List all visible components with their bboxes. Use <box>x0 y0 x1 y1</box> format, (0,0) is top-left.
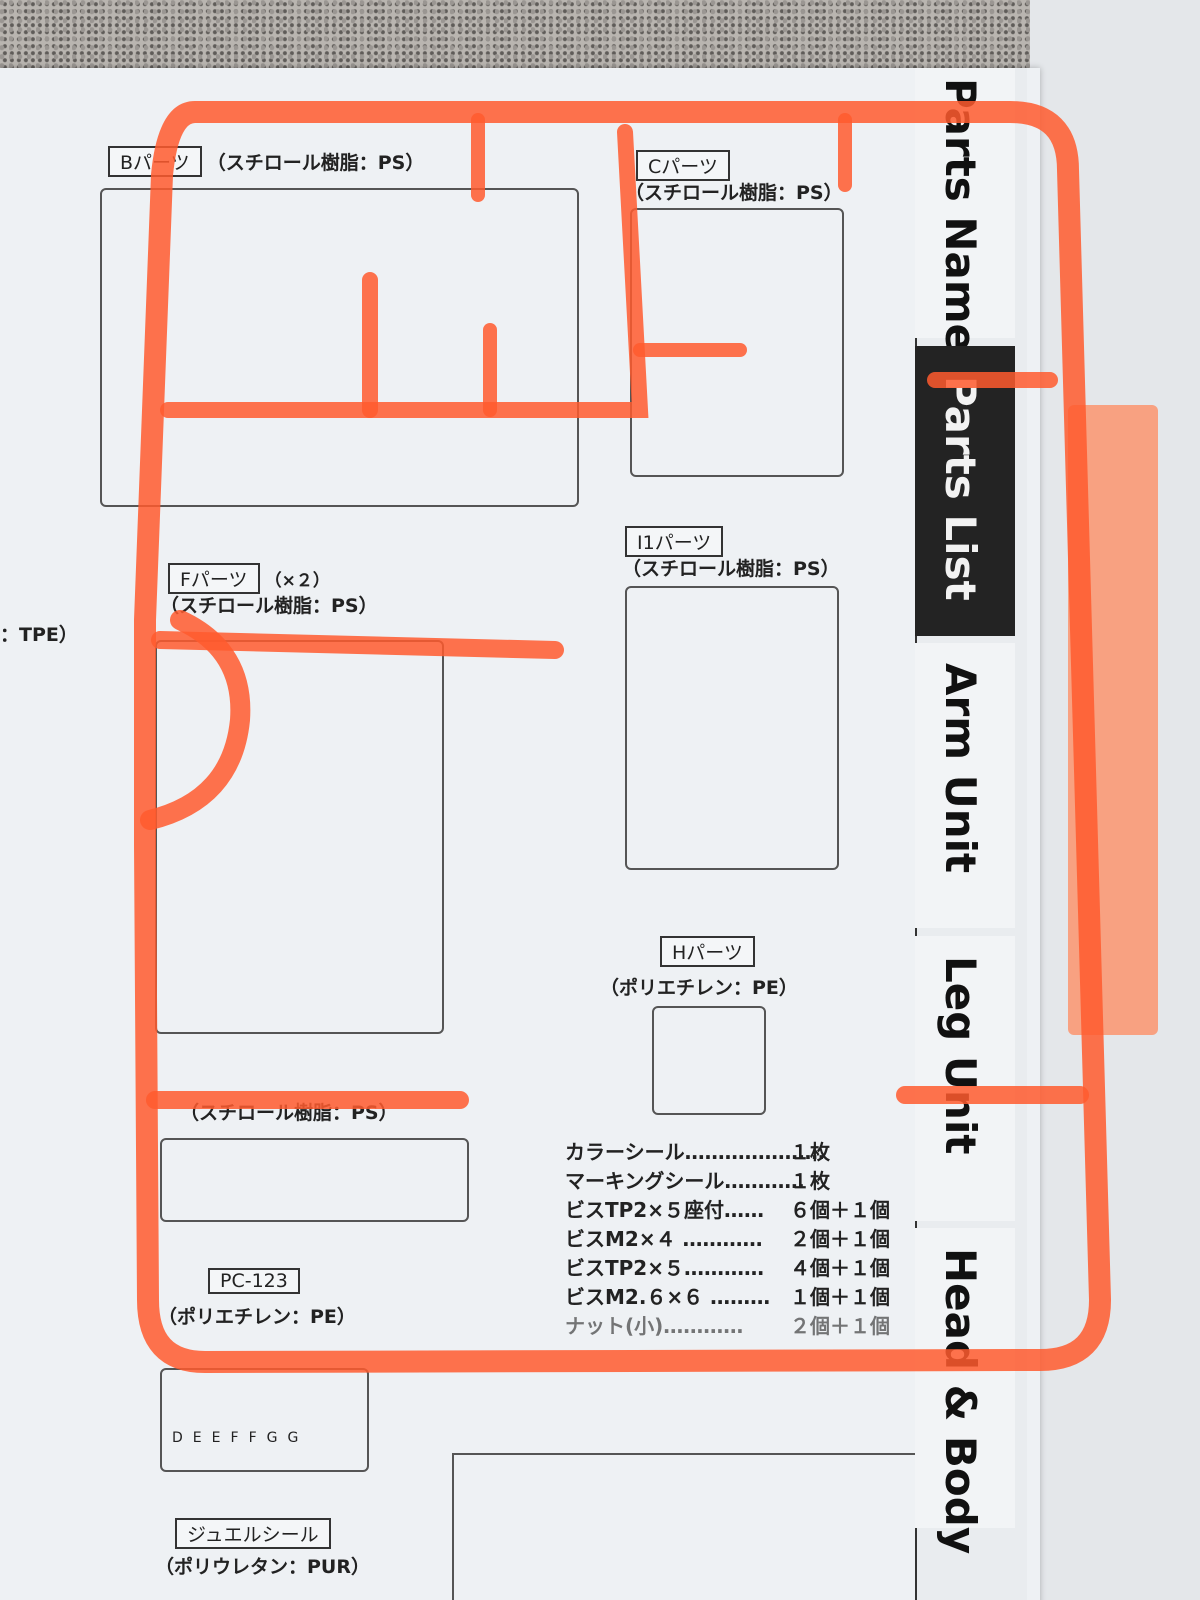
f-parts-count: （×２） <box>264 571 330 591</box>
b-parts-header: Bパーツ （スチロール樹脂：PS） <box>108 146 424 177</box>
pc123-material: （ポリエチレン：PE） <box>158 1306 356 1328</box>
b-parts-material: （スチロール樹脂：PS） <box>206 152 425 174</box>
parts-list-qty: １個＋１個 <box>790 1285 890 1309</box>
pc123-letter: E <box>192 1430 212 1446</box>
pc123-letter: F <box>230 1430 249 1446</box>
parts-list-row: マーキングシール…………１枚 <box>565 1165 830 1194</box>
pc123-letter: F <box>248 1430 267 1446</box>
unnamed-parts-runner-diagram <box>160 1138 469 1222</box>
parts-list-qty: １枚 <box>790 1140 830 1164</box>
c-parts-runner-diagram <box>630 208 844 477</box>
parts-list-qty: ４個＋１個 <box>790 1256 890 1280</box>
parts-list-name: マーキングシール………… <box>565 1169 805 1193</box>
h-parts-runner-diagram <box>652 1006 766 1115</box>
tab-label: Leg Unit <box>936 956 985 1155</box>
tab-label: Head & Body <box>936 1248 985 1555</box>
c-parts-header: Cパーツ <box>636 150 730 181</box>
tab-label: Parts Name <box>936 78 985 353</box>
screw-diagram-frame <box>452 1453 926 1600</box>
tab-parts-name: Parts Name <box>915 68 1015 352</box>
h-parts-header: Hパーツ <box>660 936 755 967</box>
parts-list-row: ビスTP2×５座付…… ６個＋１個 <box>565 1194 890 1223</box>
i1-parts-runner-diagram <box>625 586 839 870</box>
pc123-title: PC-123 <box>208 1268 300 1294</box>
h-parts-material: （ポリエチレン：PE） <box>600 977 798 999</box>
parts-list-qty: ２個＋１個 <box>790 1314 890 1338</box>
tab-leg-unit: Leg Unit <box>915 936 1015 1221</box>
parts-list-row: ビスTP2×５………… ４個＋１個 <box>565 1252 890 1281</box>
pc123-runner-diagram: DEEFFGG <box>160 1368 369 1472</box>
parts-list-name: ビスM2×４ ………… <box>565 1227 763 1251</box>
f-parts-material: （スチロール樹脂：PS） <box>160 595 378 617</box>
parts-list-row: ビスM2.６×６ ……… １個＋１個 <box>565 1281 890 1310</box>
tab-label: Parts List <box>936 376 985 601</box>
parts-list-name: ビスTP2×５座付…… <box>565 1198 764 1222</box>
pc123-letter: G <box>287 1430 309 1446</box>
f-parts-title: Fパーツ <box>168 563 260 594</box>
parts-list-qty: １枚 <box>790 1169 830 1193</box>
i1-parts-title: I1パーツ <box>625 526 724 557</box>
jewel-seal-title: ジュエルシール <box>175 1518 331 1549</box>
parts-list-row: カラーシール…………………１枚 <box>565 1136 830 1165</box>
parts-list-row: ビスM2×４ ………… ２個＋１個 <box>565 1223 890 1252</box>
parts-list-name: ビスTP2×５………… <box>565 1256 764 1280</box>
left-partial-material: ：TPE） <box>0 624 78 646</box>
parts-list-qty: ６個＋１個 <box>790 1198 890 1222</box>
pc123-letter-row: DEEFFGG <box>172 1430 308 1446</box>
parts-list-name: カラーシール………………… <box>565 1140 825 1164</box>
tab-head-body: Head & Body <box>915 1228 1015 1554</box>
tab-arm-unit: Arm Unit <box>915 643 1015 928</box>
unnamed-parts-material: （スチロール樹脂：PS） <box>180 1102 398 1124</box>
tab-parts-list: Parts List <box>915 346 1015 636</box>
b-parts-runner-diagram <box>100 188 579 507</box>
f-parts-runner-diagram <box>155 640 444 1034</box>
parts-list-row: ナット(小)………… ２個＋１個 <box>565 1310 890 1339</box>
jewel-seal-material: （ポリウレタン：PUR） <box>155 1556 370 1578</box>
instruction-manual-page: Bパーツ （スチロール樹脂：PS） Cパーツ （スチロール樹脂：PS） I1パー… <box>0 68 1040 1600</box>
pc123-letter: E <box>211 1430 231 1446</box>
pc123-letter: G <box>266 1430 288 1446</box>
i1-parts-header: I1パーツ <box>625 526 724 557</box>
tab-label: Arm Unit <box>936 663 985 874</box>
parts-list-qty: ２個＋１個 <box>790 1227 890 1251</box>
pc123-letter: D <box>172 1430 193 1446</box>
b-parts-title: Bパーツ <box>108 146 202 177</box>
parts-list-name: ナット(小)………… <box>565 1314 744 1338</box>
i1-parts-material: （スチロール樹脂：PS） <box>622 558 840 580</box>
parts-list-name: ビスM2.６×６ ……… <box>565 1285 771 1309</box>
adjacent-page <box>1030 0 1200 1600</box>
h-parts-title: Hパーツ <box>660 936 755 967</box>
c-parts-material: （スチロール樹脂：PS） <box>625 182 843 204</box>
c-parts-title: Cパーツ <box>636 150 730 181</box>
f-parts-header: Fパーツ （×２） <box>168 563 330 594</box>
